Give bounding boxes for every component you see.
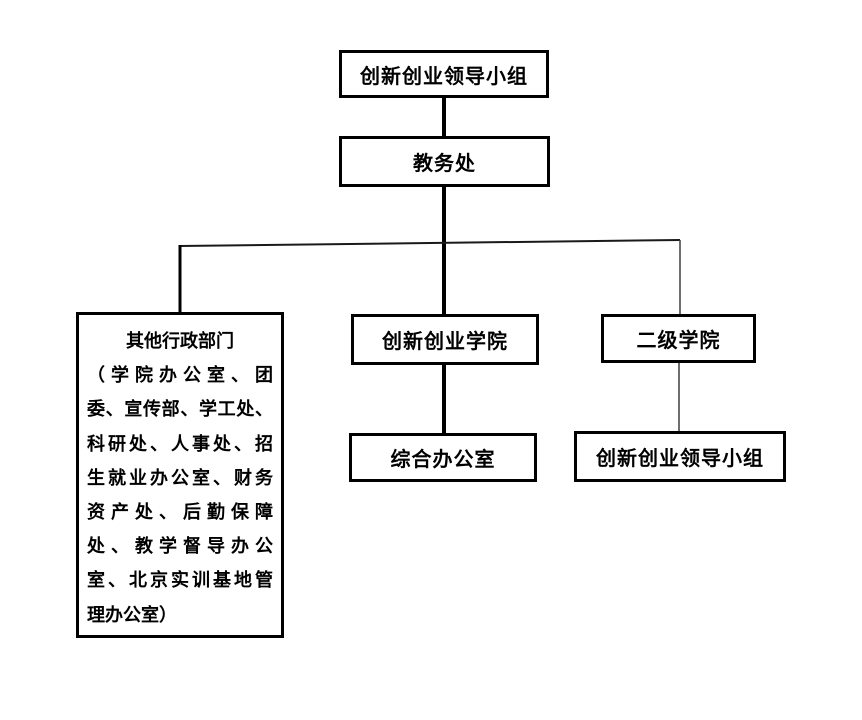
node-other-admin-departments: 其他行政部门 （学院办公室、团 委、宣传部、学工处、 科研处、人事处、招 生就业… [76,312,284,638]
node-leading-group-top: 创新创业领导小组 [339,50,549,98]
other-departments-line: （学院办公室、团 [87,365,273,386]
other-departments-line: 室、北京实训基地管 [87,570,273,591]
other-departments-line: 委、宣传部、学工处、 [87,399,273,420]
other-departments-line: 资产处、后勤保障 [87,502,273,523]
node-general-office-label: 综合办公室 [390,449,496,471]
other-departments-line: 其他行政部门 [126,331,234,351]
node-leading-group-top-label: 创新创业领导小组 [360,65,528,88]
node-secondary-colleges-label: 二级学院 [636,330,721,352]
node-secondary-colleges: 二级学院 [601,314,756,363]
node-general-office: 综合办公室 [349,433,537,482]
node-academic-affairs-office: 教务处 [339,136,550,187]
other-departments-line: 科研处、人事处、招 [87,433,273,454]
other-departments-line: 处、教学督导办公 [87,536,273,557]
connector-branch-crossbar [179,239,681,247]
node-secondary-leading-group: 创新创业领导小组 [574,431,786,482]
node-secondary-leading-group-label: 创新创业领导小组 [596,448,764,470]
other-departments-line: 理办公室） [87,604,177,625]
node-innovation-college: 创新创业学院 [351,314,539,365]
node-academic-affairs-office-label: 教务处 [413,153,476,175]
node-innovation-college-label: 创新创业学院 [382,331,508,353]
other-departments-line: 生就业办公室、财务 [87,467,273,488]
